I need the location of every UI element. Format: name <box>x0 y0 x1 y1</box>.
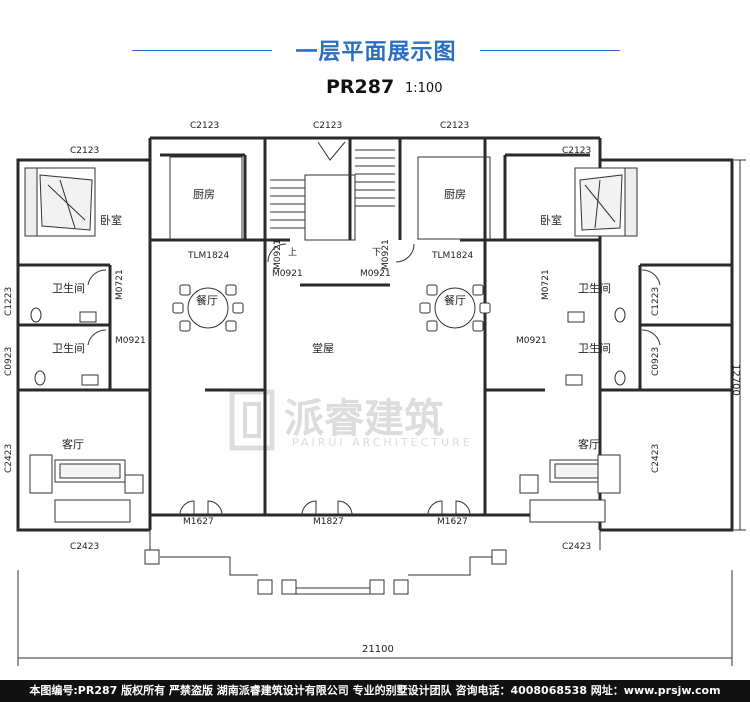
room-label-bath-right-2: 卫生间 <box>578 341 611 355</box>
door-code: TLM1824 <box>187 251 229 261</box>
bath-fixtures-left <box>30 307 99 386</box>
room-label-dining-left: 餐厅 <box>196 293 218 307</box>
bed-right-icon <box>574 167 638 237</box>
window-code: C1223 <box>651 287 661 316</box>
dimension-lines <box>17 159 746 666</box>
sofa-set-left-icon <box>29 454 144 523</box>
window-code: C2123 <box>562 146 591 156</box>
door-code: M0721 <box>541 269 551 300</box>
title-rule-right <box>480 50 620 51</box>
door-code: M0921 <box>516 336 547 346</box>
window-code: C2123 <box>440 121 469 131</box>
floor-plan: 派睿建筑 PAIRUI ARCHITECTURE <box>4 121 746 666</box>
room-label-bedroom-left: 卧室 <box>100 213 122 227</box>
room-label-bath-left-2: 卫生间 <box>52 341 85 355</box>
window-code: C2423 <box>651 444 661 473</box>
dining-table-right-icon <box>419 284 491 332</box>
kitchen-right-counter <box>417 156 491 240</box>
walls <box>16 136 734 532</box>
door-code: M0921 <box>381 239 391 270</box>
room-label-hall: 堂屋 <box>312 342 334 355</box>
door-code: M0921 <box>115 336 146 346</box>
door-code: M1627 <box>183 517 214 527</box>
door-code: M0921 <box>273 239 283 270</box>
door-code: M0921 <box>272 269 303 279</box>
watermark-text: 派睿建筑 <box>284 396 444 442</box>
title-rule-left <box>132 50 272 51</box>
watermark-logo-icon <box>229 389 275 451</box>
door-code: M1827 <box>313 517 344 527</box>
plan-code: PR287 <box>326 76 395 98</box>
door-code: M0721 <box>115 269 125 300</box>
room-label-kitchen-left: 厨房 <box>193 188 215 201</box>
window-code: C1223 <box>4 287 14 316</box>
staircase: 上 下 <box>270 141 395 258</box>
dining-table-left-icon <box>172 284 244 332</box>
watermark-subtext: PAIRUI ARCHITECTURE <box>292 436 473 449</box>
window-code: C0923 <box>651 347 661 376</box>
sofa-set-right-icon <box>519 454 621 523</box>
stair-up-label: 上 <box>288 247 297 258</box>
bath-fixtures-right <box>565 307 626 386</box>
stair-down-label: 下 <box>372 248 381 258</box>
window-code: C2123 <box>190 121 219 131</box>
plan-scale: 1:100 <box>405 81 443 96</box>
porch-steps <box>144 530 601 595</box>
room-label-dining-right: 餐厅 <box>444 293 466 307</box>
window-code: C2123 <box>70 146 99 156</box>
dimension-depth: 12700 <box>730 364 741 396</box>
header: 一层平面展示图 PR287 1:100 <box>0 0 750 110</box>
window-code: C2423 <box>562 542 591 552</box>
watermark: 派睿建筑 PAIRUI ARCHITECTURE <box>229 389 473 451</box>
page-title: 一层平面展示图 <box>295 40 457 65</box>
door-code: TLM1824 <box>431 251 473 261</box>
door-code: M0921 <box>360 269 391 279</box>
dimension-width: 21100 <box>362 644 394 655</box>
room-label-bath-left-1: 卫生间 <box>52 281 85 295</box>
kitchen-left-counter <box>169 156 243 240</box>
window-code: C2123 <box>313 121 342 131</box>
window-code: C2423 <box>4 444 14 473</box>
door-code: M1627 <box>437 517 468 527</box>
window-code: C2423 <box>70 542 99 552</box>
bed-left-icon <box>24 167 96 237</box>
room-label-kitchen-right: 厨房 <box>444 188 466 201</box>
footer-bar: 本图编号:PR287 版权所有 严禁盗版 湖南派睿建筑设计有限公司 专业的别墅设… <box>0 680 750 702</box>
room-label-bedroom-right: 卧室 <box>540 213 562 227</box>
room-label-bath-right-1: 卫生间 <box>578 281 611 295</box>
room-label-living-right: 客厅 <box>578 437 600 451</box>
room-label-living-left: 客厅 <box>62 437 84 451</box>
doors <box>87 243 661 516</box>
window-code: C0923 <box>4 347 14 376</box>
